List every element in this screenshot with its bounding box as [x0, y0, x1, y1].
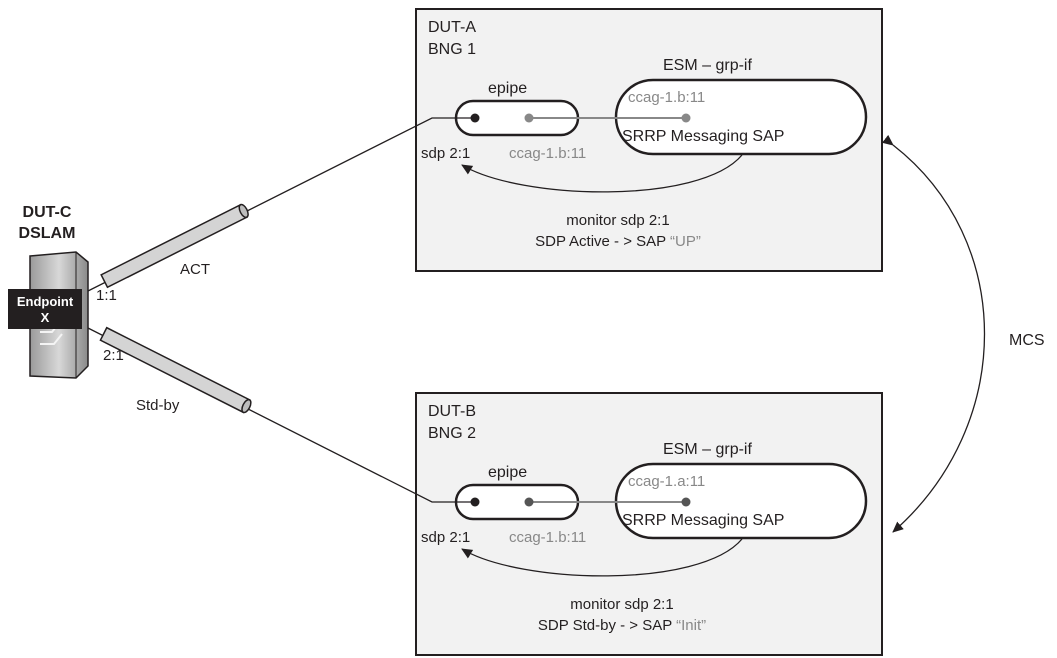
dut-b-monitor-arrow — [461, 538, 743, 577]
dut-a-box: DUT-A BNG 1 ESM – grp-if epipe ccag-1.b:… — [415, 8, 883, 272]
endpoint-label-line1: Endpoint — [17, 294, 74, 309]
dslam-title-line1: DUT-C — [23, 204, 72, 221]
standby-port-label: 2:1 — [103, 347, 124, 364]
dut-b-monitor-line2: SDP Std-by - > SAP “Init” — [538, 617, 706, 634]
dut-a-esm-sap-dot — [681, 113, 691, 123]
dut-a-monitor-line1: monitor sdp 2:1 — [566, 212, 669, 229]
dut-b-bng: BNG 2 — [428, 425, 476, 442]
dut-b-epipe-sap-label: ccag-1.b:11 — [509, 529, 586, 546]
dut-b-esm-sap-dot — [681, 497, 691, 507]
dut-a-epipe-sap-label: ccag-1.b:11 — [509, 145, 586, 162]
dut-b-epipe-label: epipe — [488, 464, 527, 481]
active-link-pipe — [100, 203, 249, 289]
dut-b-sdp-label: sdp 2:1 — [421, 529, 470, 546]
dut-b-esm-label: ESM – grp-if — [663, 441, 752, 458]
dslam-title-line2: DSLAM — [19, 225, 76, 242]
dut-a-epipe-label: epipe — [488, 80, 527, 97]
dut-a-esm-sap-label: ccag-1.b:11 — [628, 89, 705, 106]
endpoint-label-line2: X — [41, 310, 50, 325]
dut-b-monitor-line1: monitor sdp 2:1 — [570, 596, 673, 613]
dut-b-box: DUT-B BNG 2 ESM – grp-if epipe ccag-1.a:… — [415, 392, 883, 656]
dut-b-esm-sap-label: ccag-1.a:11 — [628, 473, 705, 490]
mcs-arc — [882, 134, 985, 533]
endpoint-x-label — [8, 289, 82, 329]
dut-b-srrp-label: SRRP Messaging SAP — [622, 512, 784, 529]
mcs-label: MCS — [1009, 332, 1045, 349]
dslam-device: DUT-C DSLAM Endpoint X — [8, 204, 89, 379]
mcs-label-bg — [1005, 326, 1053, 350]
dut-b-epipe-sap-dot — [524, 497, 534, 507]
dut-a-monitor-line2: SDP Active - > SAP “UP” — [535, 233, 701, 250]
dut-a-srrp-label: SRRP Messaging SAP — [622, 128, 784, 145]
active-link-label: ACT — [180, 261, 210, 278]
dut-a-monitor-arrow — [461, 154, 743, 193]
dut-a-name: DUT-A — [428, 19, 476, 36]
dut-a-sdp-label: sdp 2:1 — [421, 145, 470, 162]
dut-b-name: DUT-B — [428, 403, 476, 420]
standby-link-pipe — [99, 326, 252, 414]
dut-a-bng: BNG 1 — [428, 41, 476, 58]
standby-link-label: Std-by — [136, 397, 180, 414]
dut-a-esm-label: ESM – grp-if — [663, 57, 752, 74]
active-port-label: 1:1 — [96, 287, 117, 304]
dut-a-epipe-sap-dot — [524, 113, 534, 123]
